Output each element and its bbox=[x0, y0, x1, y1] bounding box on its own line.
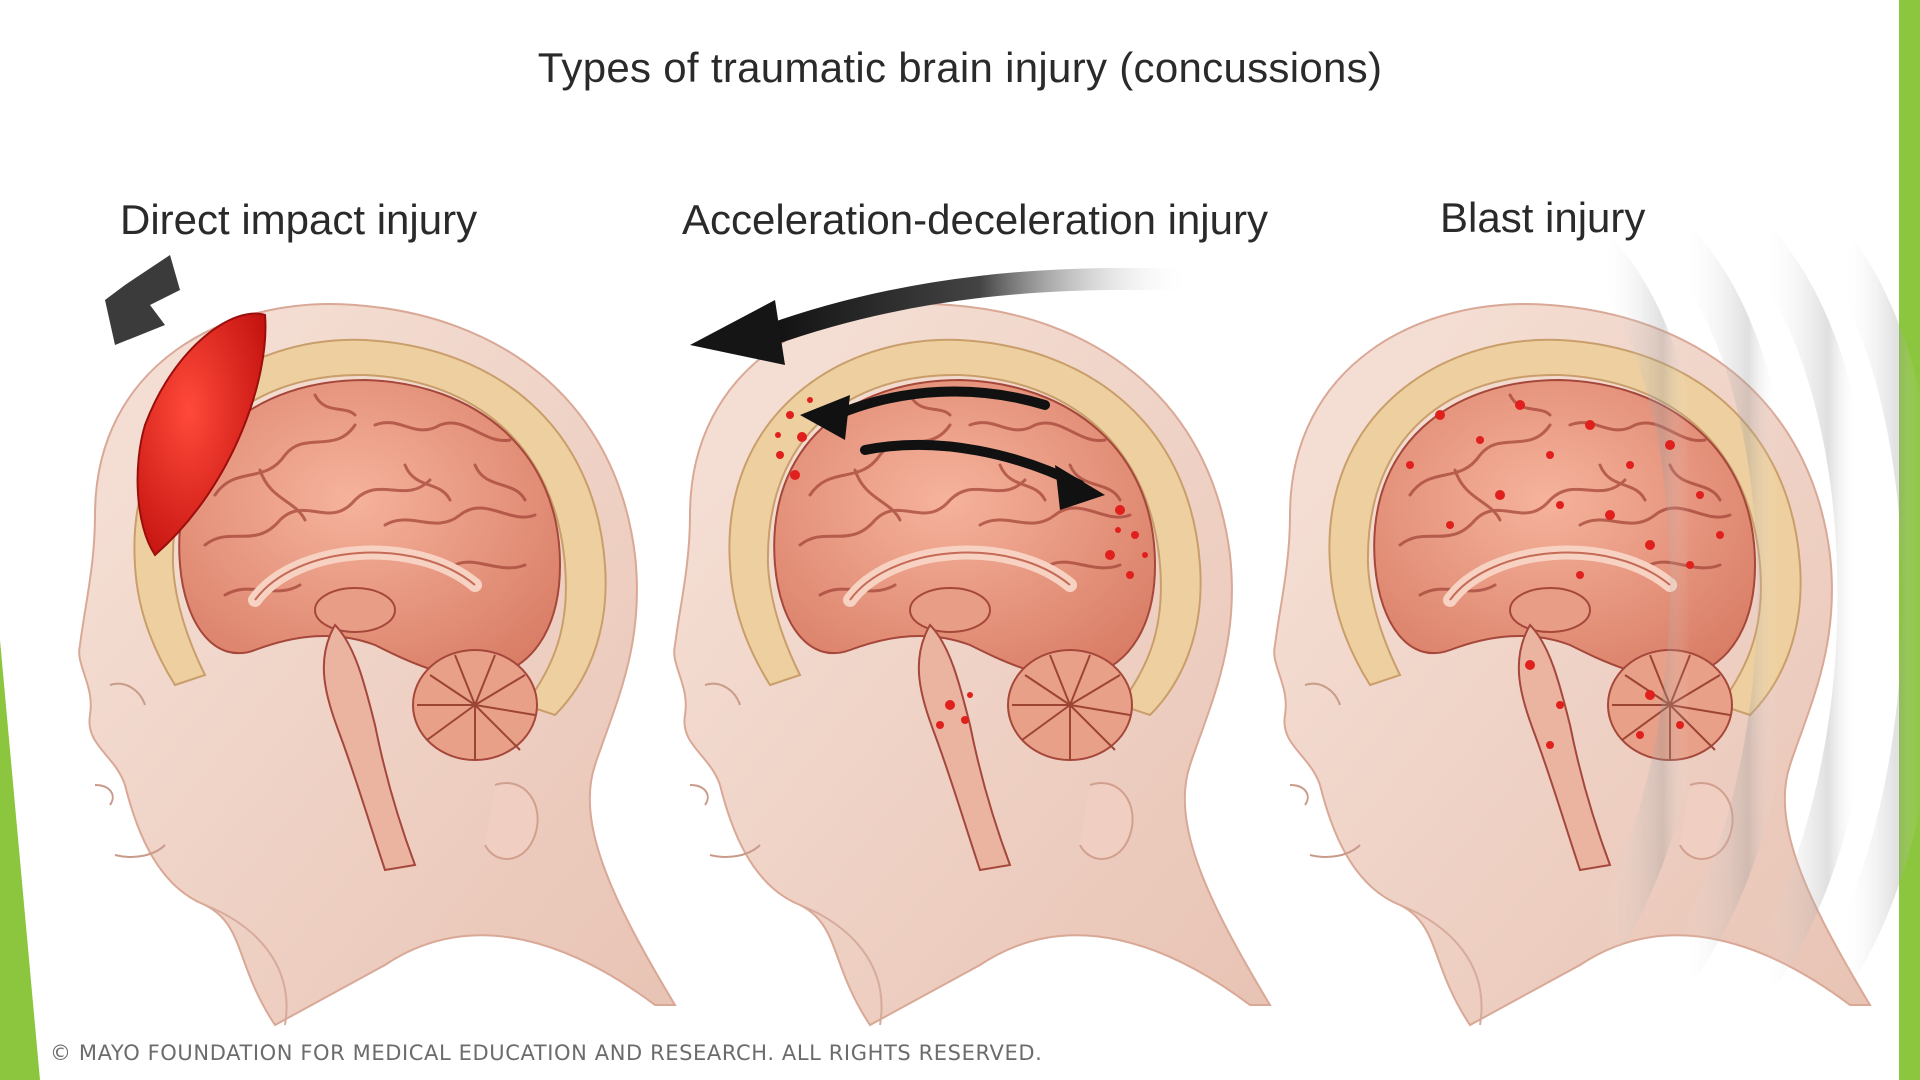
panel-acceleration-deceleration bbox=[674, 279, 1270, 1025]
copyright-notice: © MAYO FOUNDATION FOR MEDICAL EDUCATION … bbox=[50, 1041, 1042, 1065]
panel-direct-impact bbox=[79, 255, 675, 1025]
panel-blast bbox=[1274, 245, 1920, 1025]
impact-arrow-icon bbox=[105, 255, 180, 345]
